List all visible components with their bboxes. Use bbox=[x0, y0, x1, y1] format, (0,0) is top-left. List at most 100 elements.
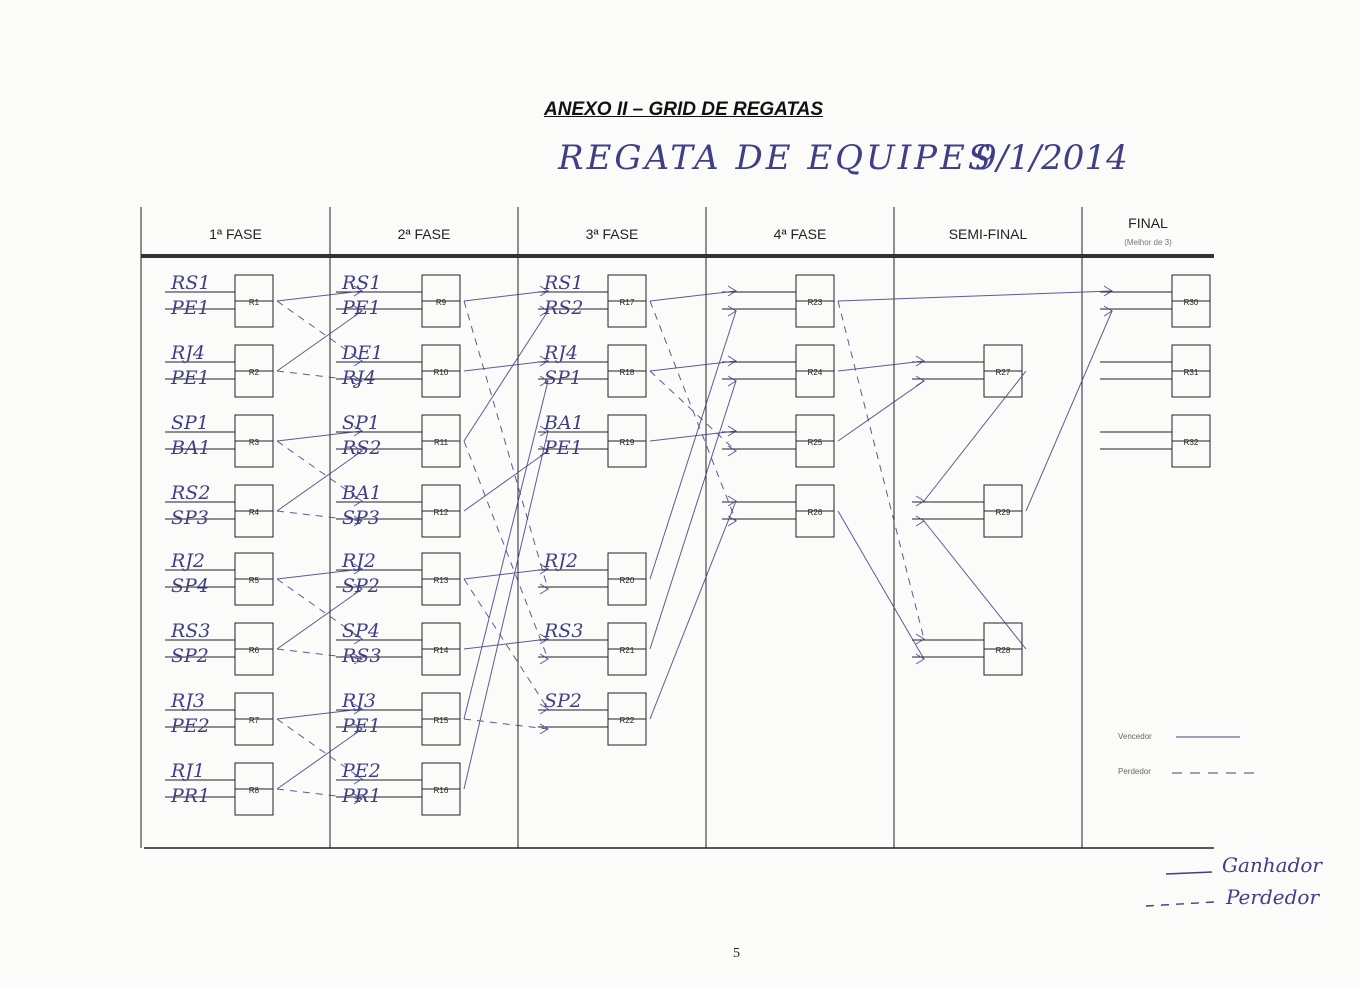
arrow-head bbox=[1103, 285, 1113, 297]
legend-winner-label: Vencedor bbox=[1118, 732, 1152, 741]
winner-arrow bbox=[463, 290, 549, 302]
winner-arrow bbox=[837, 290, 1113, 302]
race-id: R1 bbox=[249, 298, 260, 307]
team-name: RJ2 bbox=[341, 550, 376, 572]
arrow-head bbox=[539, 305, 549, 317]
arrow-head bbox=[727, 355, 737, 367]
race-r28: R28 bbox=[912, 622, 1023, 676]
race-id: R2 bbox=[249, 368, 260, 377]
race-r23: R23 bbox=[722, 274, 835, 328]
winner-arrow bbox=[837, 380, 925, 442]
team-name: PE1 bbox=[170, 367, 210, 389]
winner-arrow bbox=[837, 360, 925, 372]
race-id: R13 bbox=[434, 576, 449, 585]
race-id: R26 bbox=[808, 508, 823, 517]
arrow-head bbox=[353, 583, 363, 595]
race-id: R20 bbox=[620, 576, 635, 585]
arrow-head bbox=[353, 563, 363, 575]
winner-arrow bbox=[649, 500, 737, 720]
team-name: SP4 bbox=[171, 575, 209, 597]
team-name: RJ4 bbox=[543, 342, 578, 364]
race-r26: R26 bbox=[722, 484, 835, 538]
winner-arrow bbox=[276, 430, 363, 442]
team-name: SP3 bbox=[342, 507, 380, 529]
phase-header-1: 1ª FASE bbox=[209, 226, 262, 242]
race-id: R29 bbox=[996, 508, 1011, 517]
arrow-head bbox=[353, 515, 363, 527]
arrow-head bbox=[1103, 305, 1113, 317]
loser-arrow bbox=[276, 440, 363, 502]
team-name: RS2 bbox=[341, 437, 381, 459]
phase-header-6: FINAL bbox=[1128, 215, 1168, 231]
document-title: ANEXO II – GRID DE REGATAS bbox=[544, 99, 824, 120]
hand-legend-winner-line bbox=[1165, 871, 1213, 875]
arrow-head bbox=[539, 583, 549, 595]
arrow-head bbox=[353, 285, 363, 297]
loser-arrow bbox=[649, 370, 737, 452]
hand-legend-loser-label: Perdedor bbox=[1225, 885, 1320, 909]
arrow-head bbox=[727, 305, 737, 317]
race-id: R32 bbox=[1184, 438, 1199, 447]
race-r21: R21 RS3 bbox=[538, 620, 647, 676]
arrow-head bbox=[539, 653, 549, 665]
race-id: R10 bbox=[434, 368, 449, 377]
arrow-head bbox=[539, 723, 549, 735]
team-name: SP1 bbox=[342, 412, 380, 434]
phase-header-5: SEMI-FINAL bbox=[949, 226, 1028, 242]
race-id: R31 bbox=[1184, 368, 1199, 377]
winner-arrow bbox=[276, 568, 363, 580]
winner-arrow bbox=[923, 520, 1027, 650]
race-id: R21 bbox=[620, 646, 635, 655]
winner-arrow bbox=[1025, 310, 1113, 512]
arrow-head bbox=[915, 495, 925, 507]
team-name: BA1 bbox=[543, 412, 584, 434]
race-r31: R31 bbox=[1100, 344, 1211, 398]
loser-arrow bbox=[276, 718, 363, 780]
team-name: PE1 bbox=[543, 437, 583, 459]
team-name: SP1 bbox=[171, 412, 209, 434]
winner-arrow bbox=[463, 638, 549, 650]
winner-arrow bbox=[276, 728, 363, 790]
loser-arrow bbox=[276, 648, 363, 660]
team-name: RS3 bbox=[543, 620, 583, 642]
team-name: RJ3 bbox=[341, 690, 376, 712]
loser-arrow bbox=[276, 300, 363, 362]
team-name: SP1 bbox=[544, 367, 582, 389]
winner-arrow bbox=[649, 360, 737, 372]
team-name: PE1 bbox=[170, 297, 210, 319]
team-name: RJ2 bbox=[170, 550, 205, 572]
loser-arrow bbox=[463, 300, 549, 590]
team-name: SP4 bbox=[342, 620, 380, 642]
race-id: R23 bbox=[808, 298, 823, 307]
team-name: BA1 bbox=[341, 482, 382, 504]
team-name: RS2 bbox=[543, 297, 583, 319]
team-name: SP2 bbox=[342, 575, 380, 597]
race-id: R17 bbox=[620, 298, 635, 307]
arrow-head bbox=[353, 305, 363, 317]
team-name: RJ1 bbox=[170, 760, 205, 782]
team-name: SP3 bbox=[171, 507, 209, 529]
winner-arrow bbox=[276, 450, 363, 512]
team-name: RS1 bbox=[170, 272, 210, 294]
team-name: BA1 bbox=[170, 437, 211, 459]
winner-arrow bbox=[276, 310, 363, 372]
loser-arrow bbox=[276, 510, 363, 522]
race-id: R24 bbox=[808, 368, 823, 377]
winner-arrow bbox=[463, 380, 549, 720]
arrow-head bbox=[539, 285, 549, 297]
handwritten-heading: REGATA DE EQUIPES bbox=[558, 138, 995, 178]
winner-arrow bbox=[649, 310, 737, 580]
winner-arrow bbox=[276, 290, 363, 302]
